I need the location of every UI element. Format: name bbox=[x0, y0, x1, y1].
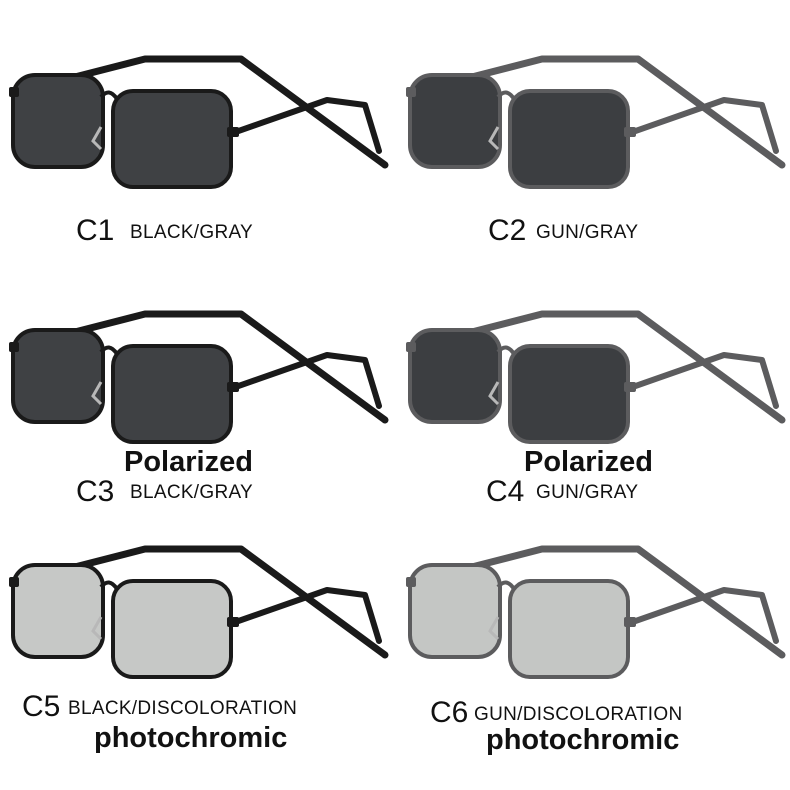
nose-pad bbox=[91, 616, 103, 641]
variant-code: C1 bbox=[76, 214, 115, 247]
variant-description: GUN/GRAY bbox=[536, 222, 639, 243]
sunglasses-c3-image bbox=[9, 310, 389, 444]
variant-description: GUN/DISCOLORATION bbox=[474, 704, 683, 725]
nose-pad bbox=[488, 126, 500, 151]
variant-code: C5 bbox=[22, 690, 61, 723]
frame bbox=[406, 545, 786, 679]
variant-code: C6 bbox=[430, 696, 469, 729]
variant-code: C3 bbox=[76, 475, 115, 508]
lens-feature-label: photochromic bbox=[94, 722, 288, 754]
frame bbox=[406, 55, 786, 189]
sunglasses-c4-image bbox=[406, 310, 786, 444]
sunglasses-c2-image bbox=[406, 55, 786, 189]
variant-description: BLACK/GRAY bbox=[130, 222, 254, 243]
nose-pad bbox=[91, 126, 103, 151]
variant-description: GUN/GRAY bbox=[536, 482, 639, 503]
lens-feature-label: photochromic bbox=[486, 724, 680, 756]
lens-feature-label: Polarized bbox=[524, 446, 653, 478]
frame bbox=[9, 545, 389, 679]
nose-pad bbox=[488, 381, 500, 406]
frame bbox=[9, 310, 389, 444]
sunglasses-c1-image bbox=[9, 55, 389, 189]
variant-description: BLACK/DISCOLORATION bbox=[68, 698, 298, 719]
variant-code: C4 bbox=[486, 475, 525, 508]
sunglasses-c6-image bbox=[406, 545, 786, 679]
sunglasses-c5-image bbox=[9, 545, 389, 679]
frame bbox=[406, 310, 786, 444]
variant-code: C2 bbox=[488, 214, 527, 247]
frame bbox=[9, 55, 389, 189]
lens-feature-label: Polarized bbox=[124, 446, 253, 478]
variant-description: BLACK/GRAY bbox=[130, 482, 254, 503]
nose-pad bbox=[488, 616, 500, 641]
nose-pad bbox=[91, 381, 103, 406]
